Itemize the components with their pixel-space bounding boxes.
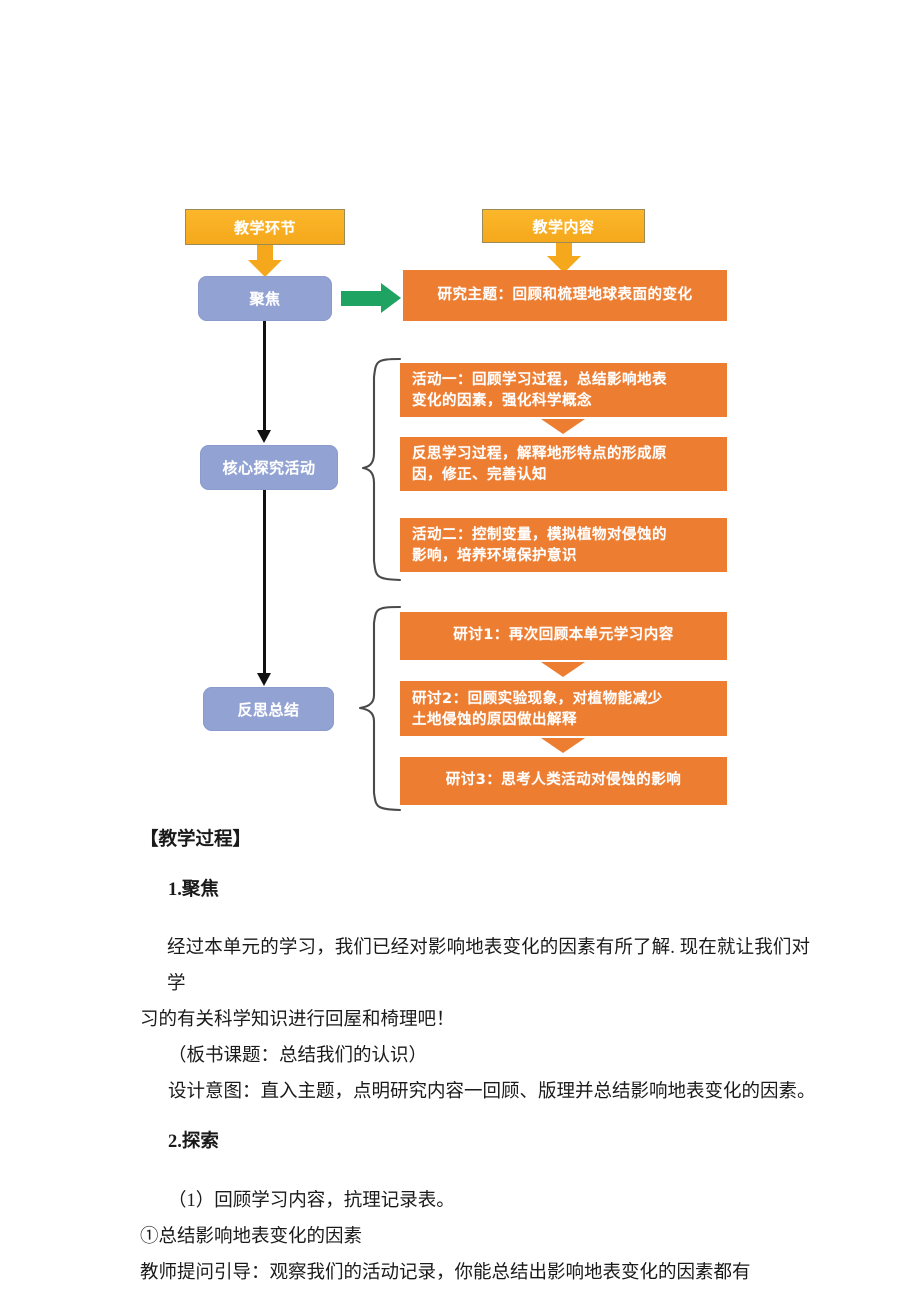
paragraph-focus-line1: 经过本单元的学习，我们已经对影响地表变化的因素有所了解. 现在就让我们对学	[167, 938, 810, 995]
content-text-core-activity-1-line1: 活动一：回顾学习过程，总结影响地表	[412, 372, 667, 388]
content-text-discussion-3: 研讨3：思考人类活动对侵蚀的影响	[445, 772, 682, 789]
content-box-core-activity-2: 反思学习过程，解释地形特点的形成原 因，修正、完善认知	[400, 437, 727, 491]
content-box-core-activity-3: 活动二：控制变量，模拟植物对侵蚀的 影响，培养环境保护意识	[400, 518, 727, 572]
down-arrow-icon-stage-header	[248, 245, 282, 277]
content-text-core-activity-1-line2: 变化的因素，强化科学概念	[412, 393, 592, 410]
header-box-teaching-content: 教学内容	[482, 209, 645, 243]
content-text-discussion-1: 研讨1：再次回顾本单元学习内容	[453, 627, 674, 644]
stage-box-focus: 聚焦	[198, 276, 332, 321]
stage-box-reflect-summary: 反思总结	[203, 687, 334, 731]
brace-summary-group	[358, 605, 402, 812]
lesson-plan-text: 【教学过程】 1.聚焦 经过本单元的学习，我们已经对影响地表变化的因素有所了解.…	[0, 822, 920, 1291]
item-title-explore: 2.探索	[168, 1132, 219, 1153]
paragraph-explore-sub2: ①总结影响地表变化的因素	[140, 1226, 363, 1247]
content-box-discussion-2: 研讨2：回顾实验现象，对植物能减少 土地侵蚀的原因做出解释	[400, 681, 727, 736]
connector-arrow-focus-to-core	[257, 321, 271, 443]
green-arrow-icon-focus	[341, 283, 403, 315]
content-box-core-activity-1: 活动一：回顾学习过程，总结影响地表 变化的因素，强化科学概念	[400, 363, 727, 417]
section-title-teaching-process: 【教学过程】	[140, 830, 252, 850]
header-box-teaching-stage: 教学环节	[185, 209, 345, 245]
content-text-core-activity-2-line1: 反思学习过程，解释地形特点的形成原	[412, 446, 667, 462]
content-text-discussion-2-line1: 研讨2：回顾实验现象，对植物能减少	[412, 691, 663, 707]
content-text-core-activity-3-line1: 活动二：控制变量，模拟植物对侵蚀的	[412, 527, 667, 543]
content-box-focus-topic: 研究主题：回顾和梳理地球表面的变化	[403, 270, 727, 321]
stage-label-core-inquiry: 核心探究活动	[222, 459, 316, 477]
content-box-discussion-3: 研讨3：思考人类活动对侵蚀的影响	[400, 757, 727, 805]
down-arrow-icon-content-header	[547, 243, 581, 273]
content-text-focus-topic: 研究主题：回顾和梳理地球表面的变化	[437, 286, 693, 303]
content-text-discussion-2-line2: 土地侵蚀的原因做出解释	[412, 712, 577, 729]
chevron-down-icon-summary-2	[541, 738, 585, 753]
stage-box-core-inquiry: 核心探究活动	[200, 445, 338, 490]
content-box-discussion-1: 研讨1：再次回顾本单元学习内容	[400, 612, 727, 660]
paragraph-focus-line2: 习的有关科学知识进行回屋和椅理吧！	[140, 1010, 455, 1031]
brace-core-group	[361, 357, 402, 582]
paragraph-design-intent: 设计意图：直入主题，点明研究内容一回顾、版理并总结影响地表变化的因素。	[168, 1082, 816, 1103]
content-text-core-activity-3-line2: 影响，培养环境保护意识	[412, 548, 577, 565]
item-title-focus: 1.聚焦	[168, 880, 219, 901]
stage-label-focus: 聚焦	[249, 290, 281, 308]
chevron-down-icon-core-1	[541, 419, 585, 434]
paragraph-board-title: （板书课题：总结我们的认识）	[168, 1046, 428, 1067]
content-text-core-activity-2-line2: 因，修正、完善认知	[412, 467, 547, 484]
header-label-teaching-stage: 教学环节	[233, 218, 296, 237]
stage-label-reflect-summary: 反思总结	[237, 700, 300, 719]
paragraph-explore-sub1: （1）回顾学习内容，抗理记录表。	[168, 1190, 455, 1211]
connector-arrow-core-to-reflect	[257, 490, 271, 686]
header-label-teaching-content: 教学内容	[532, 217, 595, 236]
chevron-down-icon-summary-1	[541, 662, 585, 677]
paragraph-explore-sub3: 教师提问引导：观察我们的活动记录，你能总结出影响地表变化的因素都有	[140, 1262, 751, 1283]
teaching-flow-diagram: 教学环节 教学内容 聚焦 研究主题：回顾和梳理地球表面的变化 核心探究活动	[185, 209, 727, 812]
